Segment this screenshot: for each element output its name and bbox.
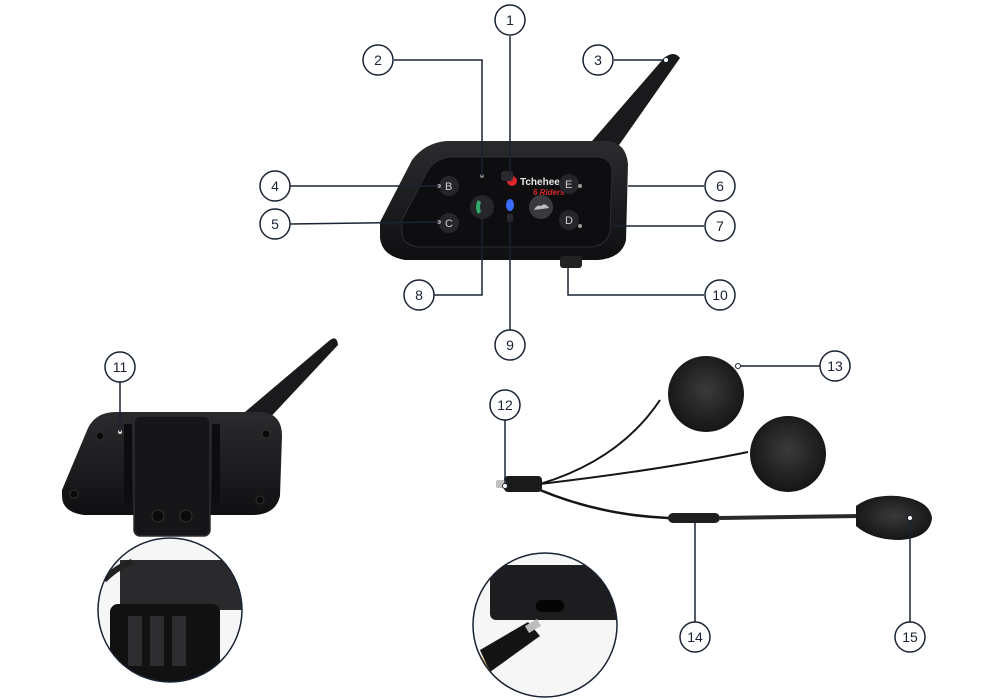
callout-8: 8 bbox=[403, 279, 435, 311]
headset-kit bbox=[496, 356, 932, 540]
callout-9: 9 bbox=[494, 329, 526, 361]
svg-text:11: 11 bbox=[113, 359, 128, 375]
svg-text:10: 10 bbox=[712, 287, 728, 303]
button-b[interactable] bbox=[439, 176, 459, 196]
svg-text:6: 6 bbox=[716, 178, 724, 194]
callout-10: 10 bbox=[704, 279, 736, 311]
callout-lines bbox=[119, 36, 911, 622]
clip-detail-inset bbox=[97, 537, 243, 683]
speaker bbox=[750, 416, 826, 492]
screw-icon bbox=[151, 509, 165, 523]
callout-1: 1 bbox=[494, 4, 526, 36]
screw-icon bbox=[179, 509, 193, 523]
phone-icon bbox=[476, 200, 481, 214]
callout-11: 11 bbox=[104, 351, 136, 383]
usb-c-connector bbox=[504, 476, 542, 492]
screw-icon bbox=[95, 431, 105, 441]
callout-2: 2 bbox=[362, 44, 394, 76]
microphone bbox=[856, 495, 932, 540]
power-button[interactable] bbox=[501, 171, 513, 181]
screw-icon bbox=[69, 489, 79, 499]
screw-icon bbox=[255, 495, 265, 505]
button-c[interactable] bbox=[439, 213, 459, 233]
motorbike-icon bbox=[534, 204, 549, 210]
clip-rail bbox=[124, 424, 132, 504]
brand-tagline: 6 Riders bbox=[533, 188, 565, 197]
svg-text:5: 5 bbox=[271, 216, 279, 232]
inline-connector bbox=[668, 513, 720, 523]
svg-text:9: 9 bbox=[506, 337, 514, 353]
mounting-clip bbox=[133, 415, 211, 537]
indicator-dot bbox=[578, 184, 582, 188]
intercom-unit-front: Tcheheer 6 Riders B C E D bbox=[380, 54, 680, 268]
callout-13: 13 bbox=[819, 350, 851, 382]
leader-line-2 bbox=[394, 59, 483, 176]
svg-text:13: 13 bbox=[827, 358, 843, 374]
callout-6: 6 bbox=[704, 170, 736, 202]
speaker bbox=[668, 356, 744, 432]
callout-badges: 1 2 3 4 5 6 7 8 9 10 11 12 13 14 15 bbox=[104, 4, 926, 653]
antenna bbox=[245, 338, 338, 424]
leader-dots bbox=[502, 57, 913, 521]
callout-15: 15 bbox=[894, 621, 926, 653]
cable bbox=[539, 451, 749, 485]
button-d[interactable] bbox=[559, 210, 579, 230]
button-c-label: C bbox=[445, 218, 453, 230]
cable bbox=[539, 399, 661, 485]
button-d-label: D bbox=[565, 215, 573, 227]
charging-port[interactable] bbox=[560, 256, 582, 268]
callout-14: 14 bbox=[679, 621, 711, 653]
callout-4: 4 bbox=[259, 170, 291, 202]
screw-icon bbox=[261, 429, 271, 439]
cable bbox=[539, 488, 861, 520]
callout-12: 12 bbox=[489, 389, 521, 421]
button-b-label: B bbox=[445, 181, 452, 193]
clip-rail bbox=[212, 424, 220, 504]
brand-name: Tcheheer bbox=[520, 177, 564, 188]
svg-text:4: 4 bbox=[271, 178, 279, 194]
boom-mic-arm bbox=[719, 514, 861, 520]
leader-line-10 bbox=[567, 268, 704, 296]
svg-text:8: 8 bbox=[415, 287, 423, 303]
callout-7: 7 bbox=[704, 210, 736, 242]
antenna bbox=[586, 54, 680, 158]
button-e-label: E bbox=[565, 179, 572, 191]
callout-5: 5 bbox=[259, 208, 291, 240]
callout-3: 3 bbox=[582, 44, 614, 76]
svg-text:1: 1 bbox=[506, 12, 514, 28]
svg-text:3: 3 bbox=[594, 52, 602, 68]
svg-text:7: 7 bbox=[716, 218, 724, 234]
leader-line-8 bbox=[434, 219, 483, 296]
svg-text:15: 15 bbox=[902, 629, 918, 645]
indicator-dot bbox=[578, 224, 582, 228]
intercom-unit-back bbox=[62, 338, 338, 537]
svg-text:14: 14 bbox=[687, 629, 703, 645]
svg-text:2: 2 bbox=[374, 52, 382, 68]
button-e[interactable] bbox=[559, 174, 579, 194]
leader-line-5 bbox=[289, 221, 440, 225]
status-led bbox=[506, 199, 514, 211]
phone-button[interactable] bbox=[470, 195, 494, 219]
svg-text:12: 12 bbox=[497, 397, 513, 413]
indicator-dot bbox=[507, 214, 513, 222]
connector-detail-inset bbox=[472, 552, 618, 698]
